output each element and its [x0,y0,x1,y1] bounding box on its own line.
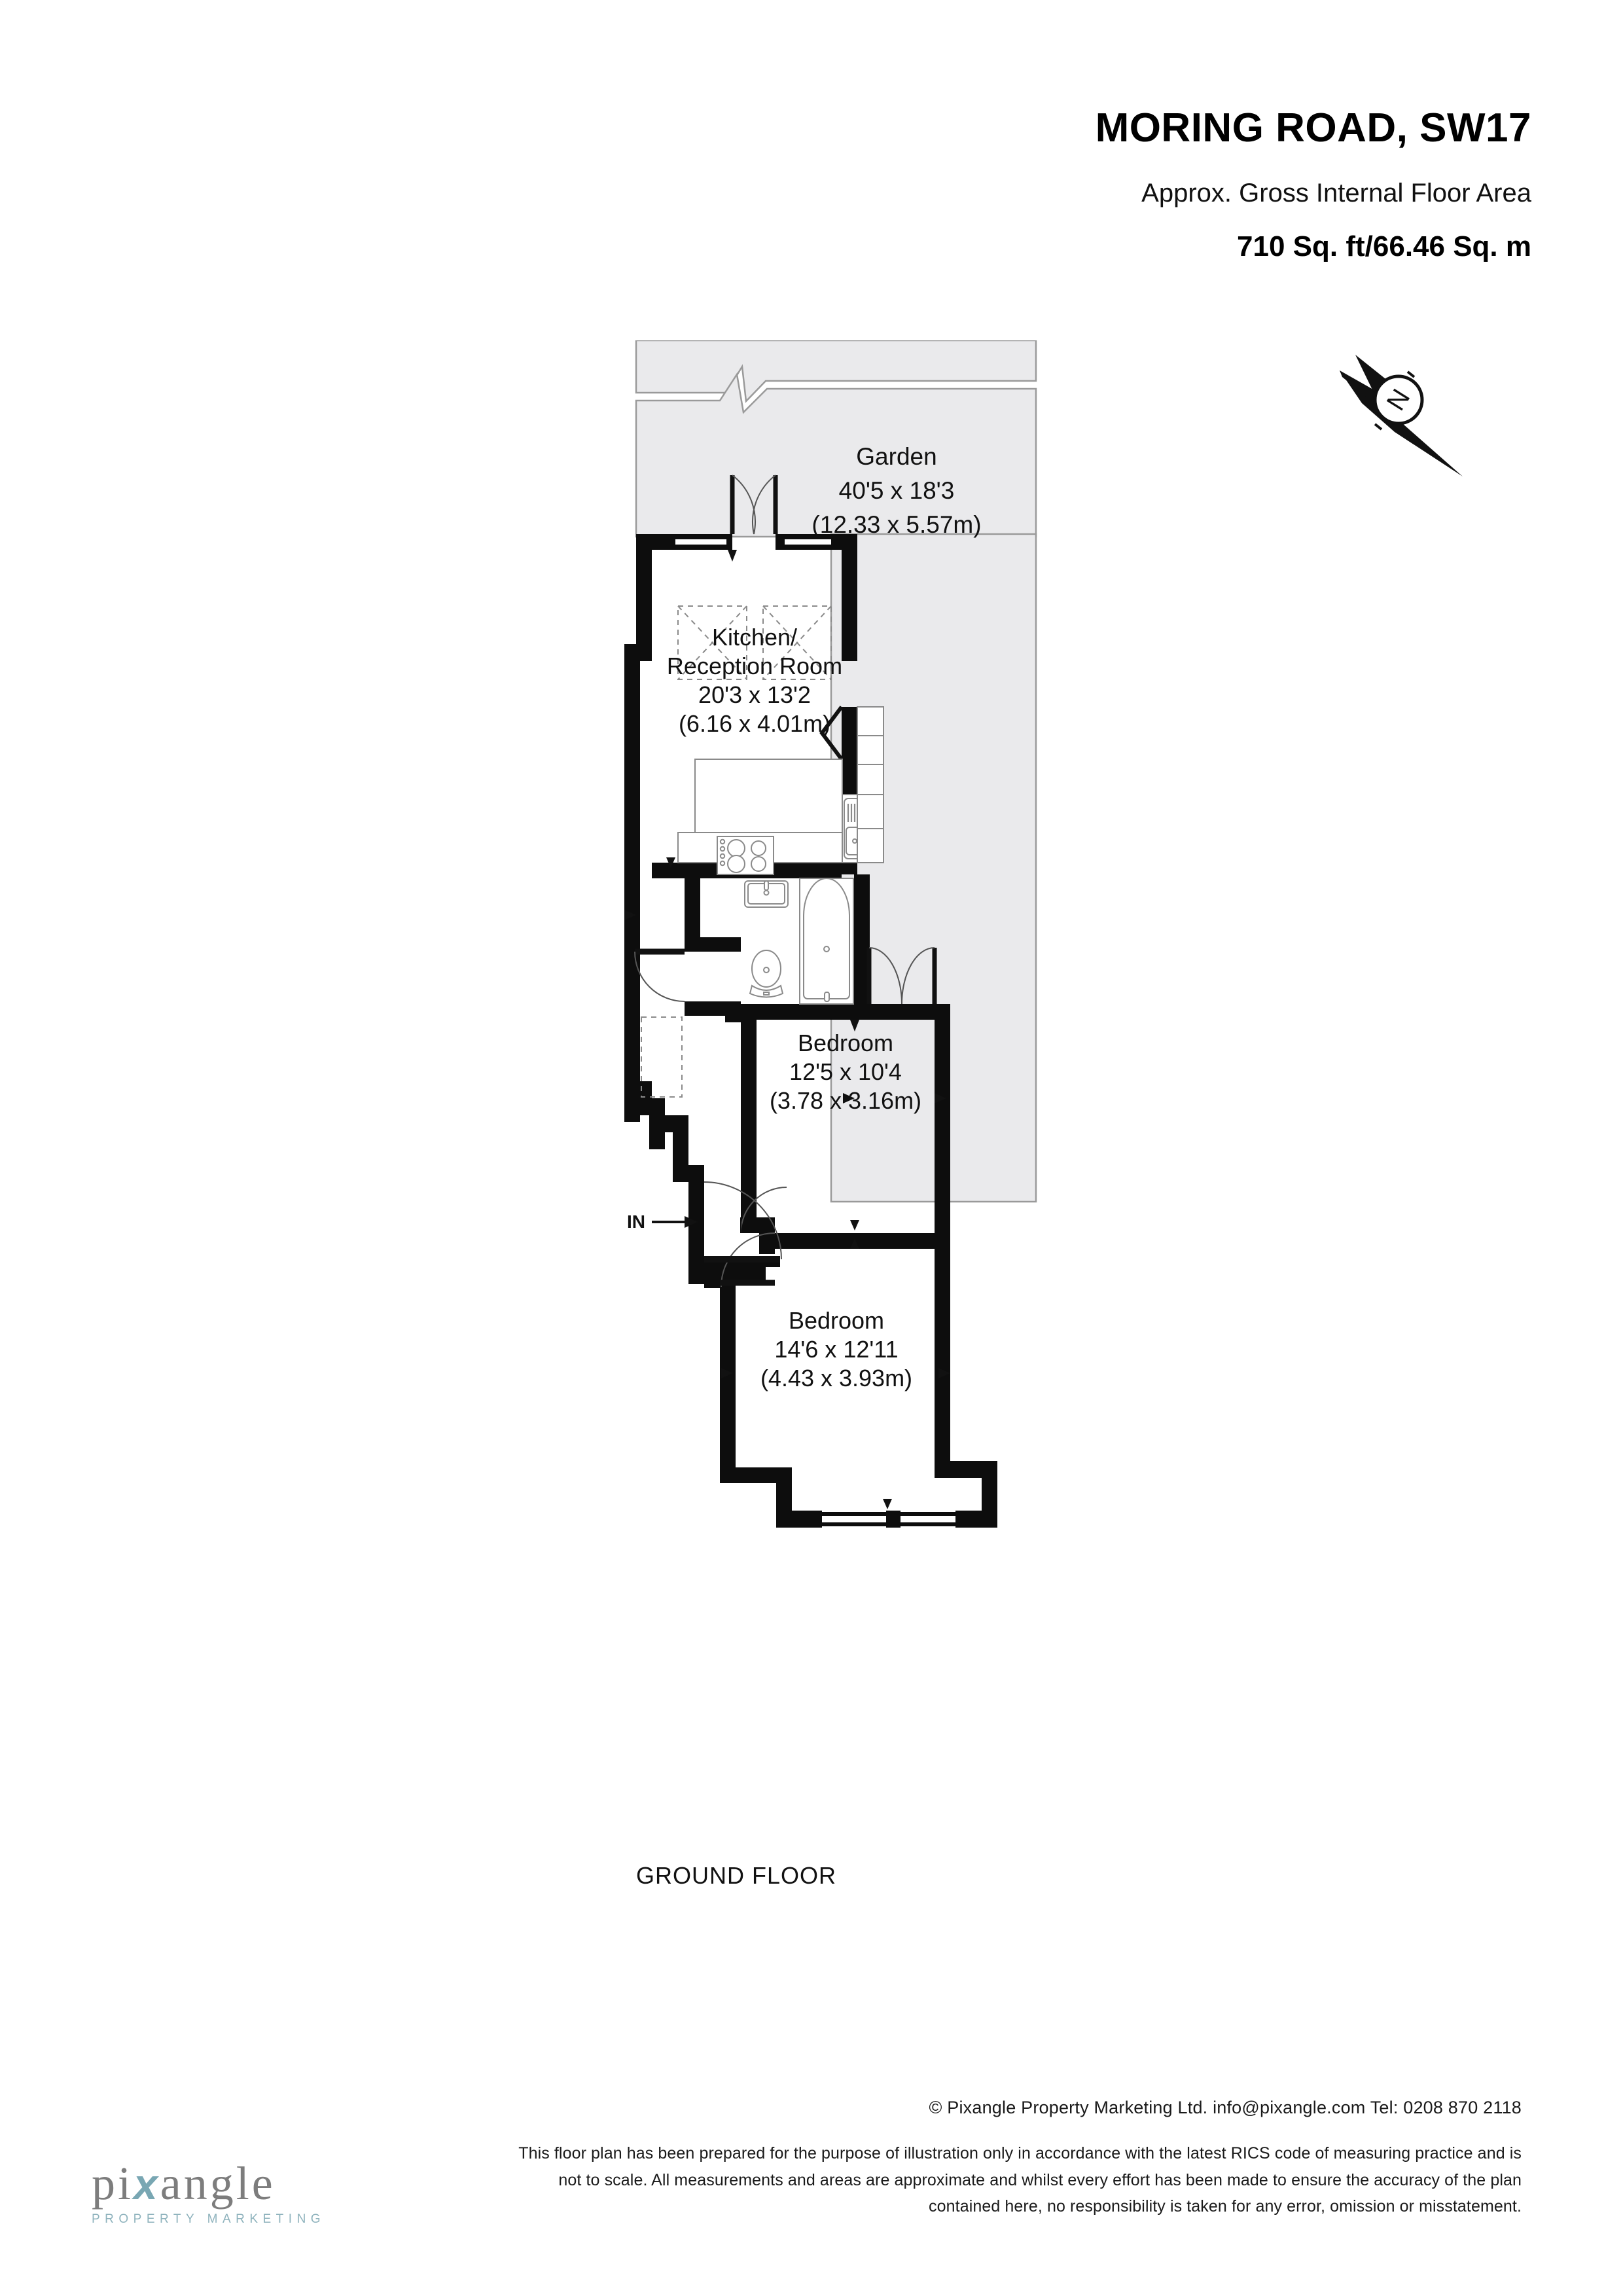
doors [634,475,937,1287]
logo-word-after: angle [160,2157,276,2210]
entrance-label: IN [627,1211,645,1232]
bathroom-fixtures [744,878,854,1005]
copyright-line: © Pixangle Property Marketing Ltd. info@… [929,2098,1522,2117]
bedroom-2-dims-metric: (4.43 x 3.93m) [760,1365,912,1391]
garden-name: Garden [856,443,936,470]
kitchen-name-line2: Reception Room [667,653,842,679]
entrance-marker: IN [627,1211,698,1232]
kitchen-dims-metric: (6.16 x 4.01m) [679,710,830,737]
compass-container: N [1299,340,1482,491]
disclaimer-line-3: contained here, no responsibility is tak… [929,2197,1522,2215]
logo-word-before: pi [92,2157,134,2210]
logo-wordmark: pixangle [92,2160,366,2207]
floor-level-label: GROUND FLOOR [635,1862,836,1889]
header: MORING ROAD, SW17 Approx. Gross Internal… [615,105,1531,263]
kitchen-reception-labels: Kitchen/ Reception Room 20'3 x 13'2 (6.1… [667,624,842,737]
kitchen-fixtures [677,706,884,875]
garden-dims-imperial: 40'5 x 18'3 [839,477,955,504]
walls [624,534,997,1528]
disclaimer-line-2: not to scale. All measurements and areas… [558,2170,1522,2189]
floor-plan-svg: Garden 40'5 x 18'3 (12.33 x 5.57m) [624,340,1037,1528]
floor-plan: Garden 40'5 x 18'3 (12.33 x 5.57m) [556,340,1080,1865]
wall-markers [624,857,950,1509]
kitchen-name-line1: Kitchen/ [712,624,797,651]
bedroom-1-name: Bedroom [798,1030,893,1056]
garden-dims-metric: (12.33 x 5.57m) [812,511,981,538]
bedroom-1-labels: Bedroom 12'5 x 10'4 (3.78 x 3.16m) [770,1030,921,1114]
page-title: MORING ROAD, SW17 [1095,105,1531,151]
kitchen-dims-imperial: 20'3 x 13'2 [698,681,811,708]
skylight-indicators [677,605,832,680]
disclaimer-line-1: This floor plan has been prepared for th… [518,2144,1522,2162]
floor-area-value: 710 Sq. ft/66.46 Sq. m [1237,230,1531,262]
logo-x-glyph: x [134,2160,160,2208]
garden-labels: Garden 40'5 x 18'3 (12.33 x 5.57m) [812,443,981,538]
logo-tagline: PROPERTY MARKETING [92,2212,326,2226]
windows [675,539,955,1522]
bedroom-1-dims-metric: (3.78 x 3.16m) [770,1087,921,1114]
bedroom-1-dims-imperial: 12'5 x 10'4 [789,1058,902,1085]
garden-area [635,340,1037,1203]
bedroom-2-labels: Bedroom 14'6 x 12'11 (4.43 x 3.93m) [760,1307,912,1391]
north-arrow-icon: N [1340,355,1463,476]
cupboard-indicator [641,1016,683,1098]
floor-area-caption: Approx. Gross Internal Floor Area [1141,179,1531,207]
bedroom-2-dims-imperial: 14'6 x 12'11 [774,1336,898,1363]
pixangle-logo: pixangle PROPERTY MARKETING [92,2160,366,2227]
footer: © Pixangle Property Marketing Ltd. info@… [0,2098,1623,2220]
bedroom-2-name: Bedroom [789,1307,884,1334]
floor-level-label-row: GROUND FLOOR [0,1862,1623,1890]
